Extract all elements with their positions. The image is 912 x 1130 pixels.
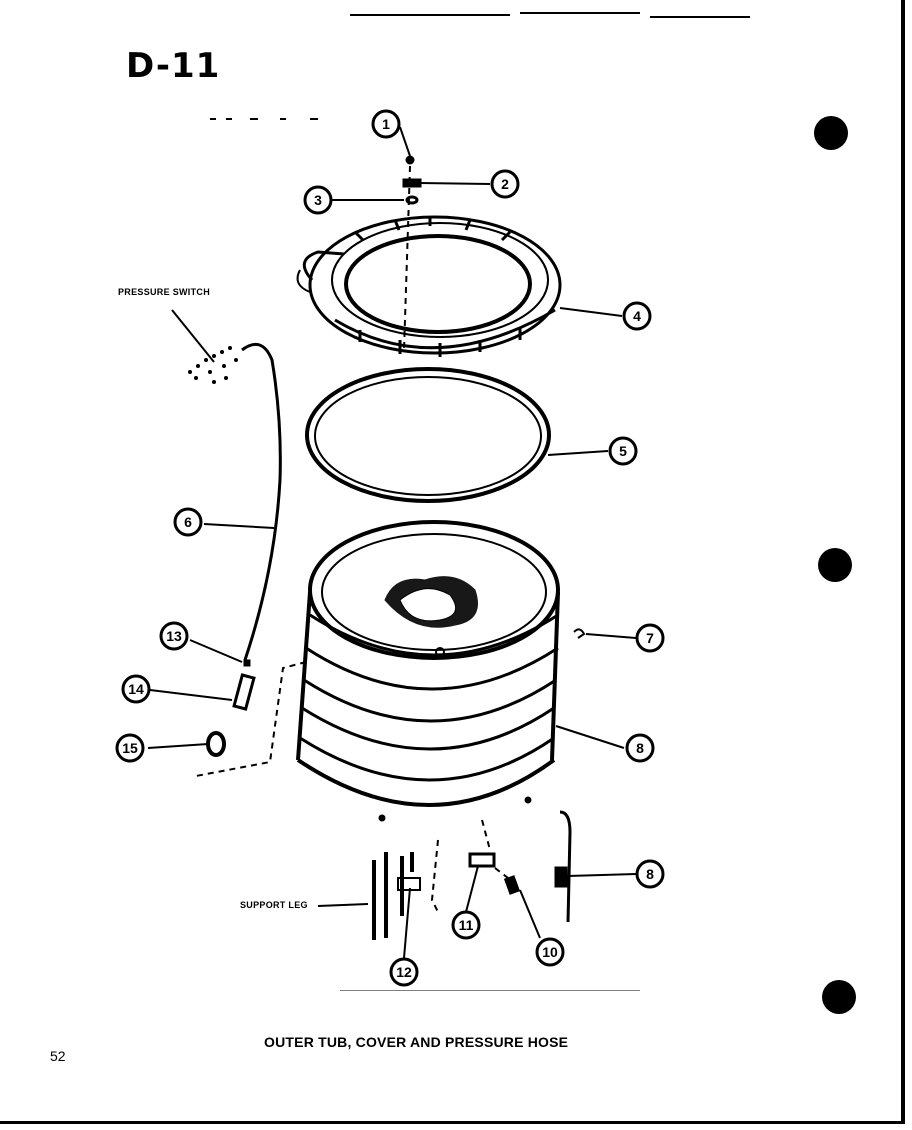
outer-tub [296,520,560,822]
binder-hole-bottom [822,980,856,1014]
callout-1: 4 [622,301,652,331]
pressure-switch-label: PRESSURE SWITCH [118,287,211,297]
callout-13: 13 [159,621,189,651]
support-leg-label: SUPPORT LEG [240,900,308,910]
callout-8-lower-number: 8 [646,866,654,882]
callout-15-number: 15 [122,740,138,756]
callout-2: 2 [490,169,520,199]
callout-10-number: 10 [542,944,558,960]
callout-7: 8 [625,733,655,763]
callout-12-number: 12 [396,964,412,980]
pressure-switch [188,346,238,384]
callout-6-number: 5 [619,443,627,459]
callout-5: 6 [173,507,203,537]
pressure-hose [206,342,282,757]
tub-cover [296,215,562,357]
callout-1-number: 4 [633,308,641,324]
binder-hole-top [814,116,848,150]
callout-3-number: 1 [382,116,390,132]
callout-10: 10 [535,937,565,967]
callout-2-number: 2 [501,176,509,192]
callout-11: 11 [451,910,481,940]
callout-8-upper: 7 [635,623,665,653]
callout-7-number: 8 [636,740,644,756]
cover-gasket [305,367,551,503]
callout-12: 12 [389,957,419,987]
callout-5-number: 6 [184,514,192,530]
callout-8-lower: 8 [635,859,665,889]
callout-3: 1 [371,109,401,139]
callouts: 1 2 3 4 5 6 7 8 8 13 14 15 10 11 12 [115,109,665,987]
alignment-lines [195,165,509,913]
diagram-caption: OUTER TUB, COVER AND PRESSURE HOSE [264,1034,569,1050]
binder-hole-middle [818,548,852,582]
leader-lines [147,126,637,959]
callout-15: 15 [115,733,145,763]
scan-noise [210,12,750,991]
callout-11-number: 11 [459,917,474,933]
callout-8-upper-number: 7 [646,630,654,646]
callout-14-number: 14 [128,681,144,697]
page-number: 52 [50,1048,66,1064]
support-leg [372,852,421,940]
diagram-title: D-11 [126,46,221,86]
small-parts [402,155,586,923]
callout-14: 14 [121,674,151,704]
callout-6: 5 [608,436,638,466]
callout-4-number: 3 [314,192,322,208]
callout-4: 3 [303,185,333,215]
callout-13-number: 13 [166,628,182,644]
